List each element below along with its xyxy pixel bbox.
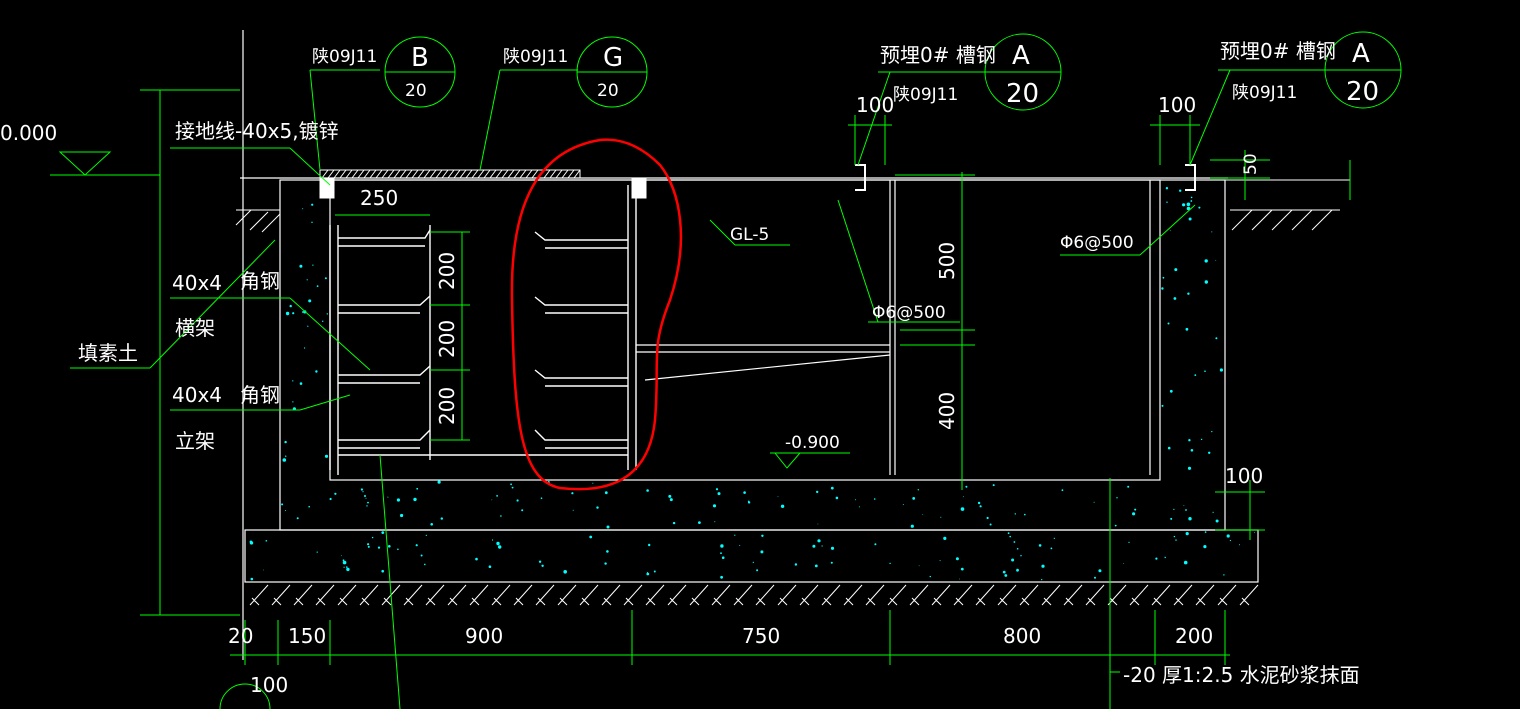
dim-100: 100 <box>856 93 894 117</box>
label-embed-1: 预埋0# 槽钢 <box>880 43 996 67</box>
dim-250: 250 <box>360 186 398 210</box>
concrete-fill <box>249 187 1255 581</box>
label-crossbar: 横架 <box>175 316 215 340</box>
dim-100-bottom: 100 <box>250 673 288 697</box>
dim-200: 200 <box>435 320 459 358</box>
ladder-left <box>329 225 431 475</box>
dim-bottom: 200 <box>1175 624 1213 648</box>
detail-ref-sheet: 20 <box>1006 79 1039 109</box>
dimension-lines <box>50 31 1402 709</box>
label-angle-steel-2: 40x4 <box>172 383 222 407</box>
detail-ref-letter: A <box>1012 41 1030 71</box>
detail-ref-atlas: 陕09J11 <box>1232 83 1297 103</box>
dim-bottom: 750 <box>742 624 780 648</box>
detail-ref-atlas: 陕09J11 <box>312 47 377 67</box>
detail-ref-letter: A <box>1352 39 1370 69</box>
label-rebar-2: Φ6@500 <box>1060 233 1134 253</box>
dim-200: 200 <box>435 252 459 290</box>
label-left-elevation: 0.000 <box>0 121 57 145</box>
detail-ref-atlas: 陕09J11 <box>893 85 958 105</box>
label-embed-2: 预埋0# 槽钢 <box>1220 39 1336 63</box>
bottom-earth-hatch <box>245 581 1259 606</box>
dim-50: 50 <box>1241 153 1261 175</box>
inner-beam <box>636 180 1151 475</box>
detail-ref-sheet: 20 <box>597 81 619 101</box>
dim-bottom: 900 <box>465 624 503 648</box>
dim-200: 200 <box>435 387 459 425</box>
right-ground-hatch <box>1225 179 1350 231</box>
label-rebar-1: Φ6@500 <box>872 303 946 323</box>
detail-ref-atlas: 陕09J11 <box>503 47 568 67</box>
dim-bottom: 150 <box>288 624 326 648</box>
detail-ref-letter: B <box>411 43 429 73</box>
label-angle-steel-2-name: 角钢 <box>240 383 280 407</box>
label-angle-steel-1-name: 角钢 <box>240 269 280 293</box>
highlight-ellipse <box>510 138 683 491</box>
dim-bottom: 800 <box>1003 624 1041 648</box>
dim-400: 400 <box>935 392 959 430</box>
dim-500: 500 <box>935 242 959 280</box>
detail-ref-sheet: 20 <box>405 81 427 101</box>
dim-100-side: 100 <box>1225 464 1263 488</box>
ladder-right <box>338 185 637 470</box>
detail-ref-sheet: 20 <box>1346 77 1379 107</box>
label-gl5: GL-5 <box>730 225 769 245</box>
cover-plate <box>319 169 647 199</box>
label-bottom-elevation: -0.900 <box>785 433 840 453</box>
dim-100: 100 <box>1158 93 1196 117</box>
label-plaster-note: -20 厚1:2.5 水泥砂浆抹面 <box>1123 663 1360 687</box>
dim-bottom: 20 <box>228 624 253 648</box>
label-fill-soil: 填素土 <box>78 341 138 365</box>
detail-ref-letter: G <box>603 43 623 73</box>
label-upright: 立架 <box>175 429 215 453</box>
label-angle-steel-1: 40x4 <box>172 271 222 295</box>
label-ground-wire: 接地线-40x5,镀锌 <box>175 119 339 143</box>
